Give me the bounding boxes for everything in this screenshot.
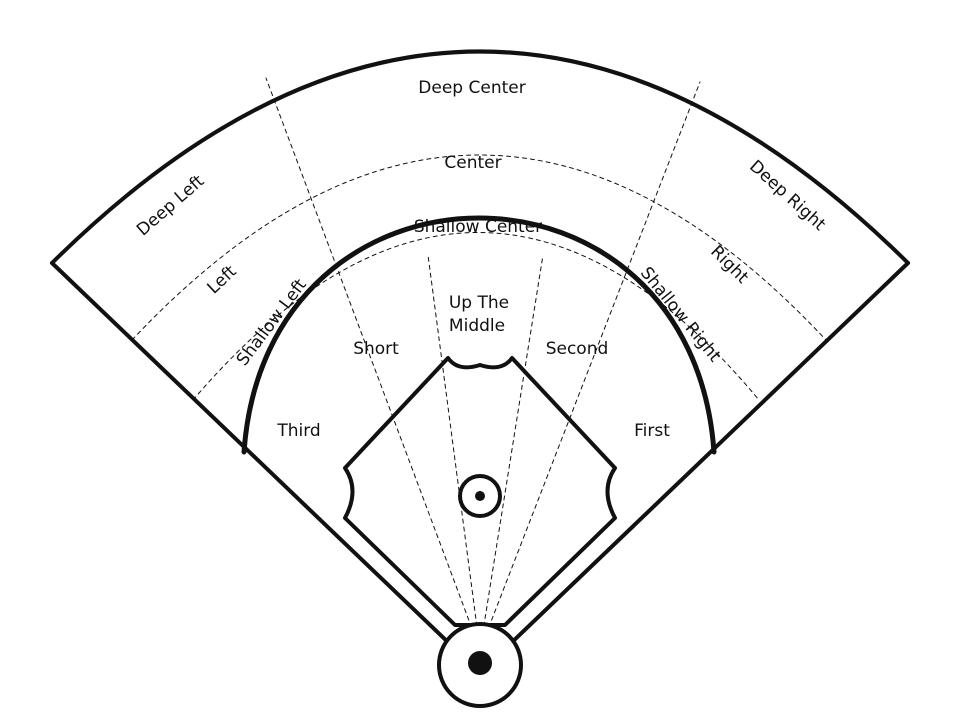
label-shallow-left: Shallow Left <box>233 275 311 370</box>
home-plate-dot <box>468 651 492 675</box>
label-shallow-center: Shallow Center <box>414 217 542 237</box>
infield-diamond <box>343 356 617 627</box>
divider-second <box>479 254 544 651</box>
outfield-arc-deep <box>131 154 827 341</box>
left-foul-line <box>50 261 454 648</box>
label-up-the-middle-line1: Up The <box>449 293 509 313</box>
outfield-arc-shallow <box>192 232 760 401</box>
label-deep-center: Deep Center <box>418 78 525 98</box>
label-second: Second <box>546 339 609 359</box>
label-up-the-middle-line2: Middle <box>449 316 505 336</box>
divider-left-center <box>265 77 481 651</box>
divider-right-center <box>479 81 701 651</box>
label-first: First <box>634 421 670 441</box>
pitchers-mound <box>458 474 502 518</box>
label-third: Third <box>276 421 320 441</box>
label-shallow-right: Shallow Right <box>636 263 725 366</box>
label-right: Right <box>706 242 752 288</box>
label-short: Short <box>353 339 399 359</box>
label-center: Center <box>444 153 501 173</box>
divider-short <box>427 254 481 651</box>
right-foul-line <box>506 261 910 648</box>
outfield-fence <box>50 49 910 265</box>
infield-arc <box>241 215 717 455</box>
label-deep-right: Deep Right <box>745 157 829 236</box>
pitchers-rubber-dot <box>475 491 485 501</box>
